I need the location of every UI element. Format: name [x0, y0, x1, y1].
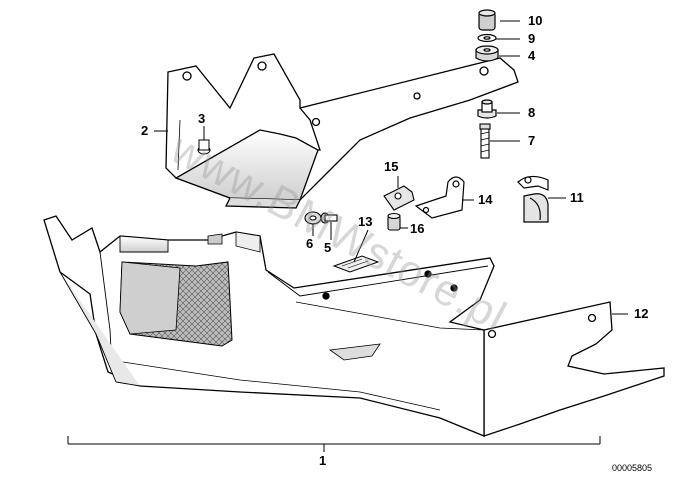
callout-2: 2: [141, 123, 149, 138]
bolt-part-7: [479, 123, 491, 159]
bracket-part-2: [165, 53, 519, 209]
nut-part-16: [387, 212, 401, 231]
leader-lines: [67, 20, 628, 452]
callout-16: 16: [410, 221, 425, 236]
callout-4: 4: [528, 48, 536, 63]
callout-6: 6: [306, 236, 314, 251]
callout-1: 1: [319, 453, 327, 468]
callout-7: 7: [528, 133, 536, 148]
callout-8: 8: [528, 105, 536, 120]
air-intake-mesh: [119, 261, 233, 347]
drawing-number: 00005805: [612, 463, 653, 473]
callout-9: 9: [528, 31, 536, 46]
callout-5: 5: [324, 240, 332, 255]
screw-part-5: [320, 212, 338, 224]
washer-part-9: [477, 33, 497, 43]
screw-part-3: [197, 139, 211, 155]
clamp-part-11: [517, 175, 549, 223]
callout-10: 10: [528, 13, 543, 28]
lower-fairing-part-1: [43, 215, 495, 437]
rubber-buffer-part-4: [475, 45, 499, 62]
callout-12: 12: [634, 306, 649, 321]
angle-bracket-part-14: [414, 176, 465, 219]
callout-14: 14: [478, 192, 493, 207]
callout-15: 15: [384, 159, 399, 174]
rubber-mount-part-10: [478, 9, 496, 31]
callout-3: 3: [198, 111, 206, 126]
callout-13: 13: [358, 214, 373, 229]
callout-11: 11: [570, 190, 584, 205]
side-panel-part-12: [483, 301, 665, 437]
plate-part-13: [332, 255, 380, 273]
sleeve-part-8: [477, 99, 497, 119]
clip-nut-part-15: [383, 185, 415, 211]
